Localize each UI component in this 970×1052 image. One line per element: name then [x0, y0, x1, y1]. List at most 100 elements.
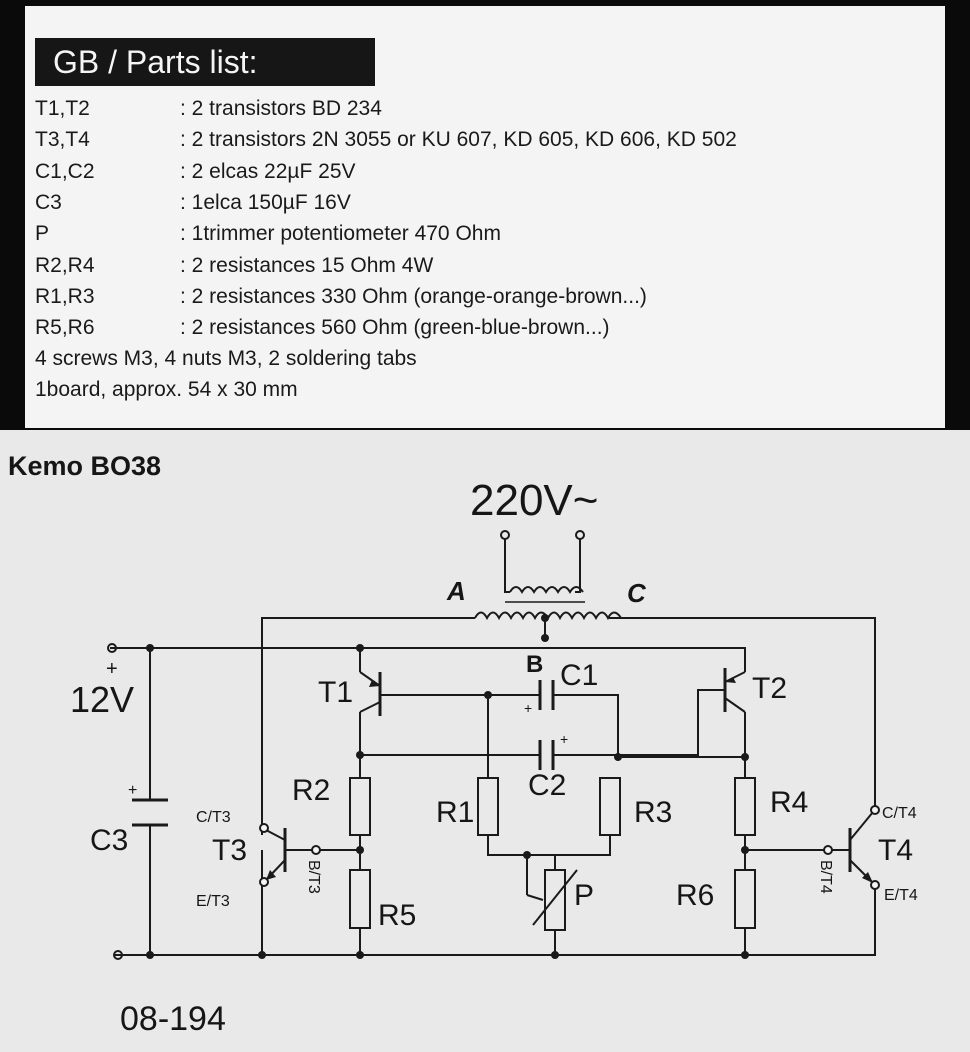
c1-capacitor: + C1 [524, 659, 598, 716]
document-number: 08-194 [120, 1000, 226, 1038]
p-body [544, 869, 566, 931]
t4-base-pin-label: B/T4 [817, 860, 834, 894]
schematic-diagram: Kemo BO38 220V~ A C B [0, 430, 970, 1052]
t4-c-pin [870, 805, 880, 815]
junction-dot [356, 751, 364, 759]
parts-row: C3 : 1elca 150µF 16V [35, 188, 351, 218]
dc-plus-sign: + [106, 658, 118, 680]
r2-body [349, 777, 371, 836]
p-potentiometer: P [526, 855, 594, 931]
c2-label: C2 [528, 769, 566, 802]
part-ref: C1,C2 [35, 160, 95, 183]
r6-resistor: R6 [676, 869, 756, 929]
junction-dot [541, 634, 549, 642]
ac-voltage-label: 220V~ [470, 476, 598, 525]
wire-c1 [380, 694, 619, 757]
part-ref: R1,R3 [35, 285, 95, 308]
wire-ground-rail [115, 885, 876, 956]
c3-plus-sign: + [128, 782, 137, 799]
t3-collector-lead [265, 829, 286, 841]
parts-row: C1,C2 : 2 elcas 22µF 25V [35, 157, 356, 187]
junction-dot [356, 846, 364, 854]
t4-e-pin [870, 880, 880, 890]
parts-list-panel: GB / Parts list: T1,T2: 2 transistors BD… [0, 0, 970, 430]
t3-c-pin [259, 823, 269, 833]
r4-label: R4 [770, 786, 808, 819]
r5-label: R5 [378, 899, 416, 932]
parts-row: T1,T2 : 2 transistors BD 234 [35, 94, 382, 124]
r5-resistor: R5 [349, 869, 416, 932]
part-desc: : 2 resistances 330 Ohm (orange-orange-b… [180, 285, 647, 308]
parts-row: R1,R3 : 2 resistances 330 Ohm (orange-ora… [35, 282, 647, 312]
t4-transistor: T4 C/T4 E/T4 B/T4 [817, 805, 918, 904]
p-adjust-arrow [532, 869, 578, 926]
r3-label: R3 [634, 796, 672, 829]
part-ref: C3 [35, 191, 62, 214]
junction-dot [741, 846, 749, 854]
t3-transistor: T3 C/T3 E/T3 B/T3 [196, 809, 322, 910]
wire-positive-rail [110, 647, 746, 672]
bleed-through-text [660, 40, 930, 400]
schematic-background [0, 430, 970, 1052]
t4-b-pin [823, 845, 833, 855]
r3-resistor: R3 [599, 777, 672, 836]
parts-row: T3,T4 : 2 transistors 2N 3055 or KU 607, … [35, 125, 737, 155]
t4-collector-pin-label: C/T4 [882, 805, 917, 822]
p-label: P [574, 879, 594, 912]
r1-body [477, 777, 499, 836]
c3-label: C3 [90, 824, 128, 857]
junction-dot [258, 951, 266, 959]
part-desc: : 2 elcas 22µF 25V [180, 160, 356, 183]
junction-dot [614, 753, 622, 761]
part-ref: T1,T2 [35, 97, 90, 120]
c3-capacitor: + C3 [90, 782, 168, 857]
r4-resistor: R4 [734, 777, 808, 836]
kit-name: Kemo BO38 [8, 451, 161, 481]
junction-dot [484, 691, 492, 699]
t3-collector-pin-label: C/T3 [196, 809, 231, 826]
p-wiper [526, 894, 544, 901]
part-desc: : 1elca 150µF 16V [180, 191, 351, 214]
part-desc: : 2 transistors 2N 3055 or KU 607, KD 60… [180, 128, 737, 151]
t2-lead [724, 697, 746, 713]
junction-dot [356, 644, 364, 652]
c2-plus-sign: + [560, 731, 568, 747]
r6-label: R6 [676, 879, 714, 912]
transformer: A C B [446, 530, 647, 678]
r1-resistor: R1 [436, 777, 499, 836]
t4-emitter-pin-label: E/T4 [884, 887, 918, 904]
t4-label: T4 [878, 834, 913, 867]
tap-c-label: C [627, 578, 647, 608]
t2-label: T2 [752, 672, 787, 705]
parts-row: P: 1trimmer potentiometer 470 Ohm [35, 219, 501, 249]
junction-dot [541, 614, 549, 622]
t1-label: T1 [318, 676, 353, 709]
part-ref: T3,T4 [35, 128, 90, 151]
part-desc: : 2 resistances 15 Ohm 4W [180, 254, 434, 277]
t1-transistor: T1 [318, 671, 382, 716]
dc-voltage-label: 12V [70, 679, 134, 720]
r2-label: R2 [292, 774, 330, 807]
tap-a-label: A [446, 576, 466, 606]
primary-lead [504, 539, 510, 593]
part-desc: : 2 transistors BD 234 [180, 97, 382, 120]
parts-row: R2,R4: 2 resistances 15 Ohm 4W [35, 251, 433, 281]
r5-body [349, 869, 371, 929]
c1-plus-sign: + [524, 700, 532, 716]
wire-tap-a [261, 617, 475, 835]
c2-capacitor: + C2 [528, 731, 568, 802]
primary-winding [509, 586, 584, 594]
r6-body [734, 869, 756, 929]
junction-dot [146, 644, 154, 652]
t3-label: T3 [212, 834, 247, 867]
junction-dot [741, 951, 749, 959]
r4-body [734, 777, 756, 836]
secondary-winding-a [474, 611, 549, 621]
parts-row: R5,R6: 2 resistances 560 Ohm (green-blue… [35, 313, 610, 343]
wire-c2 [360, 689, 725, 756]
junction-dot [356, 951, 364, 959]
t2-arrow [725, 677, 736, 683]
t3-base-pin-label: B/T3 [305, 860, 322, 894]
t3-emitter-pin-label: E/T3 [196, 893, 230, 910]
wire-tap-c [609, 617, 876, 810]
